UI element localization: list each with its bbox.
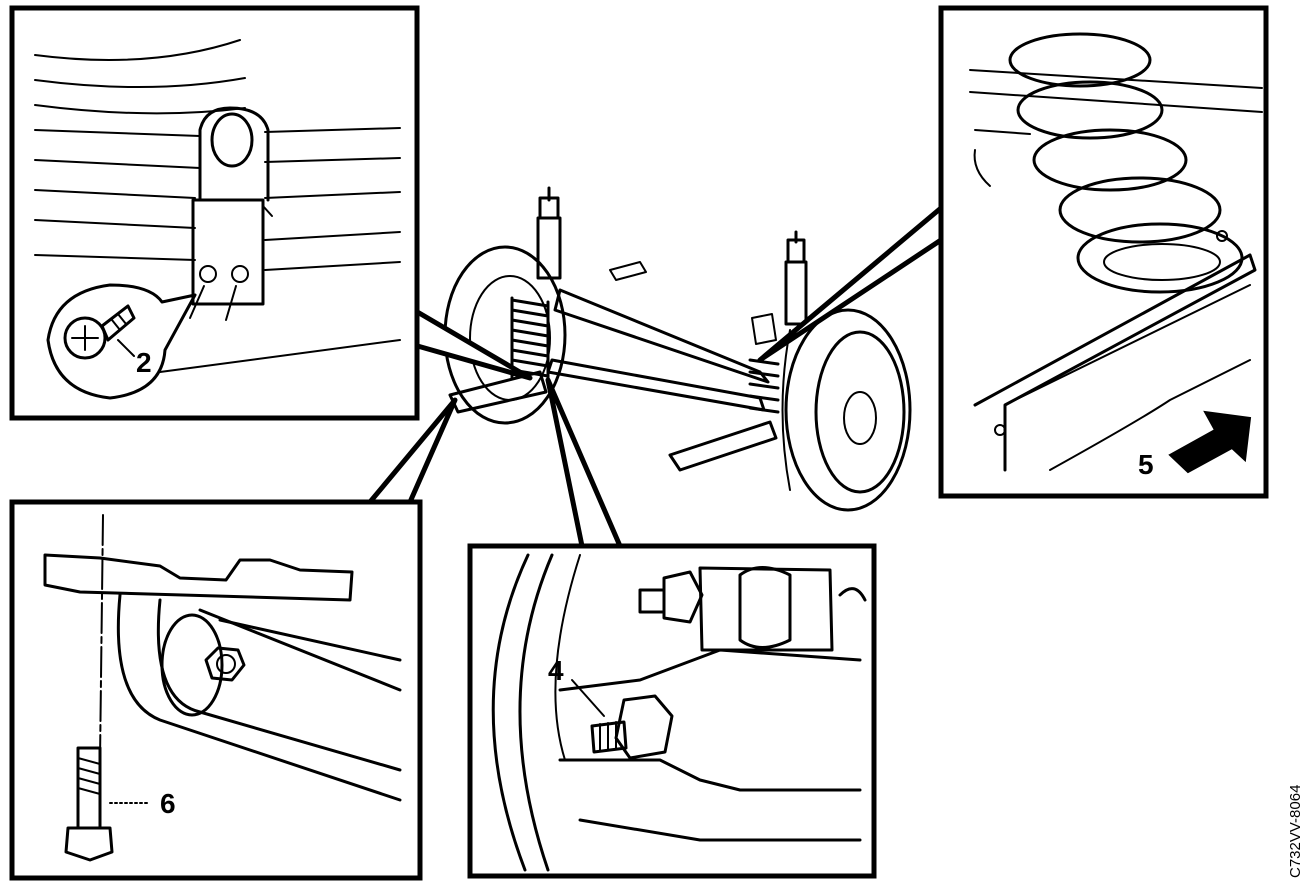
left-coil-spring bbox=[510, 296, 550, 382]
callout-5: 5 bbox=[1138, 449, 1154, 480]
rear-axle-overview bbox=[443, 186, 912, 512]
callout-4: 4 bbox=[548, 655, 564, 686]
detail-panel-bracket: 2 bbox=[9, 5, 420, 421]
detail-panel-arm-bolt: 6 bbox=[9, 499, 423, 881]
direction-arrow bbox=[1168, 410, 1252, 474]
leader-lines bbox=[367, 205, 944, 549]
bolt bbox=[64, 746, 114, 862]
callout-6: 6 bbox=[160, 788, 176, 819]
figure-code: C732VV-8064 bbox=[1287, 785, 1304, 878]
callout-2: 2 bbox=[136, 347, 152, 378]
detail-panel-nut: 4 bbox=[467, 543, 877, 879]
coil-spring bbox=[1008, 32, 1244, 294]
detail-panel-spring: 5 bbox=[938, 5, 1269, 499]
